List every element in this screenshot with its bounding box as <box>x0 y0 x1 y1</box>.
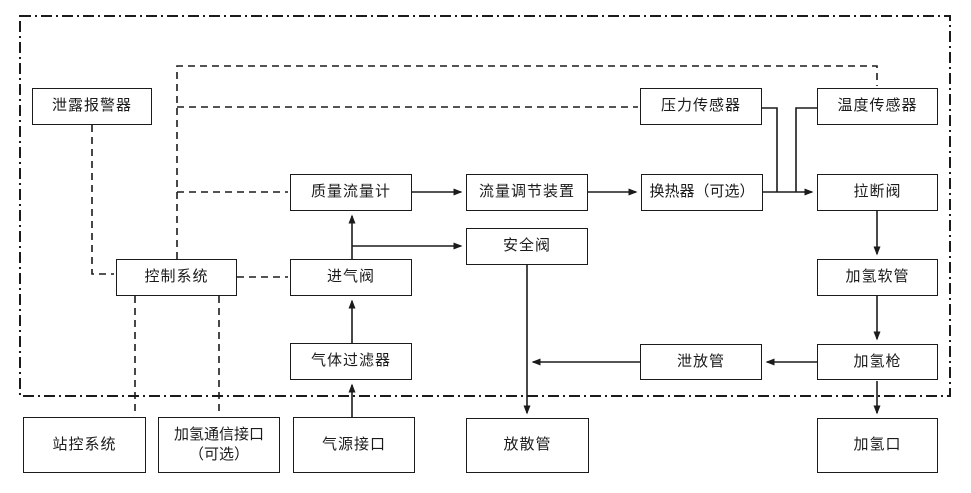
node-safety-valve: 安全阀 <box>466 228 588 265</box>
node-gas-source-label: 气源接口 <box>321 436 386 453</box>
node-vent-pipe-label: 放散管 <box>503 437 552 454</box>
node-hose-label: 加氢软管 <box>845 269 910 286</box>
node-relief-pipe-label: 泄放管 <box>676 353 725 370</box>
edge-temp-sensor-tap <box>795 107 817 192</box>
node-mass-flow-meter-label: 质量流量计 <box>310 184 391 201</box>
node-flow-regulator: 流量调节装置 <box>466 174 588 211</box>
node-comm-interface: 加氢通信接口 （可选） <box>158 417 280 473</box>
node-pressure-sensor: 压力传感器 <box>640 88 762 125</box>
signal-control-to-tempsensor <box>176 65 878 259</box>
edge-pressure-sensor-tap <box>762 107 778 192</box>
node-vent-pipe: 放散管 <box>466 418 589 473</box>
station-boundary-border <box>19 15 951 397</box>
node-temp-sensor: 温度传感器 <box>817 88 938 125</box>
node-comm-interface-label: 加氢通信接口 <box>173 426 264 443</box>
signal-leakalarm-to-control <box>91 125 114 275</box>
node-leak-alarm: 泄露报警器 <box>32 88 152 125</box>
node-gas-filter: 气体过滤器 <box>290 343 412 380</box>
node-receptacle: 加氢口 <box>817 418 938 473</box>
node-control-system: 控制系统 <box>116 259 237 296</box>
node-leak-alarm-label: 泄露报警器 <box>51 98 132 115</box>
node-station-control-label: 站控系统 <box>52 436 117 453</box>
node-control-system-label: 控制系统 <box>144 269 209 286</box>
node-inlet-valve-label: 进气阀 <box>326 269 375 286</box>
node-hose: 加氢软管 <box>817 259 938 296</box>
node-nozzle: 加氢枪 <box>817 344 938 380</box>
node-flow-regulator-label: 流量调节装置 <box>478 184 575 201</box>
node-heat-exchanger: 换热器（可选） <box>641 174 763 211</box>
node-breakaway-valve: 拉断阀 <box>817 174 938 211</box>
node-relief-pipe: 泄放管 <box>640 344 762 380</box>
node-safety-valve-label: 安全阀 <box>502 238 551 255</box>
node-station-control: 站控系统 <box>23 417 146 473</box>
node-nozzle-label: 加氢枪 <box>853 353 902 370</box>
node-mass-flow-meter: 质量流量计 <box>290 174 412 211</box>
node-receptacle-label: 加氢口 <box>853 437 902 454</box>
node-gas-filter-label: 气体过滤器 <box>310 353 391 370</box>
node-comm-interface-label2: （可选） <box>188 447 249 463</box>
node-pressure-sensor-label: 压力传感器 <box>660 98 741 115</box>
node-heat-exchanger-label: 换热器（可选） <box>649 184 755 201</box>
node-inlet-valve: 进气阀 <box>290 259 412 296</box>
node-temp-sensor-label: 温度传感器 <box>837 98 918 115</box>
node-gas-source: 气源接口 <box>293 417 415 473</box>
node-breakaway-valve-label: 拉断阀 <box>853 184 902 201</box>
